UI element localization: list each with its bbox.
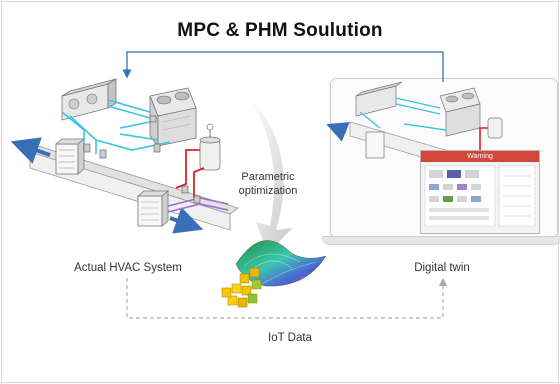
parametric-label-line2: optimization [238, 185, 298, 197]
parametric-label-line1: Parametric [241, 171, 295, 183]
actual-hvac-illustration [10, 78, 239, 234]
chiller-unit [61, 78, 117, 121]
optimization-surface [235, 240, 327, 287]
cooling-tower [149, 87, 197, 148]
laptop-base [322, 236, 560, 245]
warning-title-bar: Warning [421, 151, 539, 162]
figure-title: MPC & PHM Soulution [177, 20, 383, 41]
warning-content [424, 165, 536, 227]
parametric-optimization-label: Parametric optimization [226, 170, 310, 198]
air-handler-right [136, 190, 170, 227]
pumps [83, 115, 201, 204]
hot-water-pipes [175, 149, 205, 198]
optimization-arrow [248, 96, 292, 254]
boiler-tank [199, 123, 221, 171]
iot-data-label: IoT Data [268, 332, 312, 344]
digital-twin-label: Digital twin [414, 262, 470, 274]
chilled-water-pipes [61, 99, 171, 154]
data-blocks [221, 267, 262, 308]
feedback-arrow [122, 51, 444, 82]
air-handler-left [54, 138, 86, 175]
actual-hvac-label: Actual HVAC System [74, 262, 182, 274]
warning-window: Warning [420, 150, 540, 234]
iot-data-loop [126, 277, 448, 319]
